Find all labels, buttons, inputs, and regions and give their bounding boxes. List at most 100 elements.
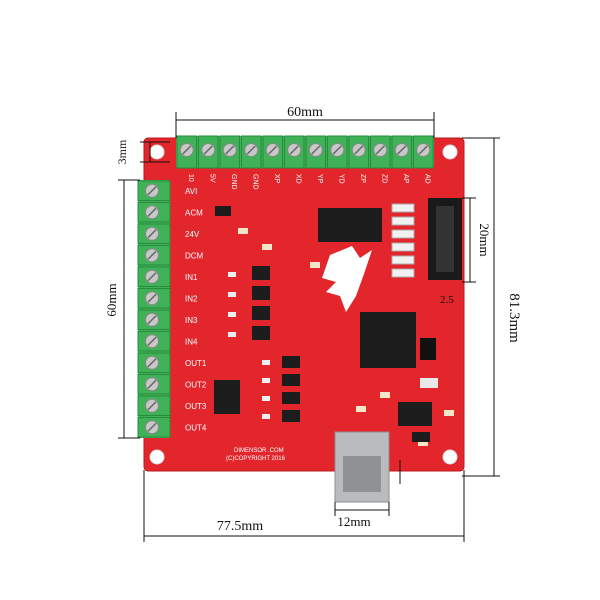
screw-slot (225, 145, 235, 155)
resistor-array (391, 216, 415, 226)
top-terminal-body (176, 136, 434, 168)
top-terminal-label: ZD (380, 174, 387, 183)
resistor (262, 414, 270, 419)
screw-slot (246, 145, 256, 155)
top-terminal-label: XP (273, 174, 280, 184)
top-terminal-label: YP (316, 174, 323, 184)
mounting-hole (442, 144, 458, 160)
left-terminal-label: ACM (185, 208, 203, 217)
led (420, 378, 438, 388)
screw-slot (147, 293, 157, 303)
screw-slot (147, 422, 157, 432)
mounting-hole (442, 449, 458, 465)
board-site-text: DIMENSOR .COM (234, 448, 284, 454)
main-ic-chip (318, 208, 382, 242)
screw-slot (147, 186, 157, 196)
left-terminal-block (137, 180, 171, 438)
small-components (215, 203, 454, 446)
capacitor (380, 392, 390, 398)
dimension-annotations (118, 112, 500, 542)
left-terminal-label: OUT4 (185, 423, 207, 432)
diode (412, 432, 430, 442)
screw-slot (311, 145, 321, 155)
left-height-label: 60mm (104, 283, 119, 316)
screw-slot (397, 145, 407, 155)
top-terminal-block (176, 135, 434, 169)
resistor-array (391, 268, 415, 278)
top-terminal-label: 10 (187, 174, 194, 182)
left-terminal-label: IN2 (185, 294, 198, 303)
top-terminal-label: GND (251, 174, 258, 190)
resistor (228, 272, 236, 277)
mounting-hole (149, 449, 165, 465)
capacitor (238, 228, 248, 234)
capacitor (444, 410, 454, 416)
left-terminal-body (138, 180, 170, 438)
resistor (262, 378, 270, 383)
transistor (252, 306, 270, 320)
left-terminal-label: DCM (185, 251, 204, 260)
top-terminal-label: ZP (359, 174, 366, 183)
board-copyright-text: (C)COPYRIGHT 2016 (226, 456, 286, 462)
screw-slot (332, 145, 342, 155)
screw-slot (203, 145, 213, 155)
screw-slot (147, 358, 157, 368)
screw-slot (182, 145, 192, 155)
left-terminal-label: IN4 (185, 337, 198, 346)
left-terminal-label: OUT3 (185, 402, 207, 411)
resistor (262, 360, 270, 365)
left-terminal-label: IN1 (185, 273, 198, 282)
header-height-label: 20mm (477, 223, 492, 256)
top-terminal-label: AD (423, 174, 430, 184)
resistor (228, 332, 236, 337)
screw-slot (147, 401, 157, 411)
header-pitch-label: 2.5 (440, 294, 454, 306)
screw-slot (289, 145, 299, 155)
diode (215, 206, 231, 216)
microcontroller-chip (360, 312, 416, 368)
mounting-hole (149, 144, 165, 160)
transistor (252, 326, 270, 340)
left-terminal-label: OUT1 (185, 359, 207, 368)
capacitor (310, 262, 320, 268)
screw-slot (268, 145, 278, 155)
mounting-holes (149, 144, 458, 465)
top-terminal-label: AP (402, 174, 409, 184)
screw-slot (375, 145, 385, 155)
voltage-regulator (398, 402, 432, 426)
left-terminal-label: 24V (185, 230, 200, 239)
top-margin-label: 3mm (115, 139, 129, 164)
eagle-logo (322, 246, 372, 312)
pin-header-slot (436, 206, 454, 272)
right-height-label: 81.3mm (506, 293, 522, 343)
screw-slot (147, 250, 157, 260)
transistor (252, 266, 270, 280)
transistor (282, 392, 300, 404)
resistor-array (391, 229, 415, 239)
capacitor (356, 406, 366, 412)
board-components (214, 198, 462, 503)
usb-width-label: 12mm (337, 514, 370, 529)
bottom-width-label: 77.5mm (217, 519, 263, 534)
screw-slot (147, 207, 157, 217)
resistor (228, 292, 236, 297)
left-terminal-label: OUT2 (185, 380, 207, 389)
screw-slot (147, 379, 157, 389)
transistor (282, 410, 300, 422)
top-terminal-label: XD (294, 174, 301, 184)
top-terminal-label: GND (230, 174, 237, 190)
transistor (282, 356, 300, 368)
capacitor (262, 244, 272, 250)
resistor-array (391, 203, 415, 213)
resistor (262, 396, 270, 401)
top-terminal-label: YD (337, 174, 344, 184)
screw-slot (147, 315, 157, 325)
resistor-array (391, 255, 415, 265)
screw-slot (354, 145, 364, 155)
usb-port-opening (343, 456, 381, 492)
left-terminal-label: IN3 (185, 316, 198, 325)
optocoupler-chip (214, 380, 240, 414)
